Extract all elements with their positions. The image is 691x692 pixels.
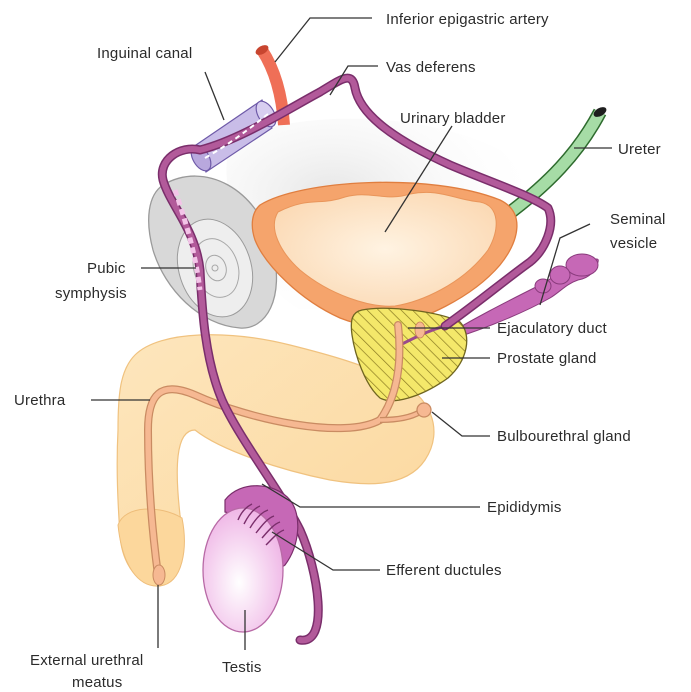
label-seminal-vesicle-line1: Seminal	[610, 211, 666, 228]
label-testis: Testis	[222, 659, 262, 676]
label-seminal-vesicle-line2: vesicle	[610, 235, 657, 252]
label-external-urethral-meatus-line1: External urethral	[30, 652, 143, 669]
testis	[203, 508, 283, 632]
label-ejaculatory-duct: Ejaculatory duct	[497, 320, 608, 337]
label-pubic-symphysis-line1: Pubic	[87, 260, 126, 277]
label-prostate-gland: Prostate gland	[497, 350, 597, 367]
label-ureter: Ureter	[618, 141, 661, 158]
label-vas-deferens: Vas deferens	[386, 59, 476, 76]
label-epididymis: Epididymis	[487, 499, 562, 516]
label-bulbourethral-gland: Bulbourethral gland	[497, 428, 631, 445]
external-urethral-meatus	[153, 565, 165, 585]
label-urethra: Urethra	[14, 392, 66, 409]
label-urinary-bladder: Urinary bladder	[400, 110, 506, 127]
label-external-urethral-meatus-line2: meatus	[72, 674, 122, 691]
label-inguinal-canal: Inguinal canal	[97, 45, 192, 62]
label-pubic-symphysis-line2: symphysis	[55, 285, 127, 302]
label-inferior-epigastric-artery: Inferior epigastric artery	[386, 11, 549, 28]
bulbourethral-gland	[417, 403, 431, 417]
label-efferent-ductules: Efferent ductules	[386, 562, 502, 579]
